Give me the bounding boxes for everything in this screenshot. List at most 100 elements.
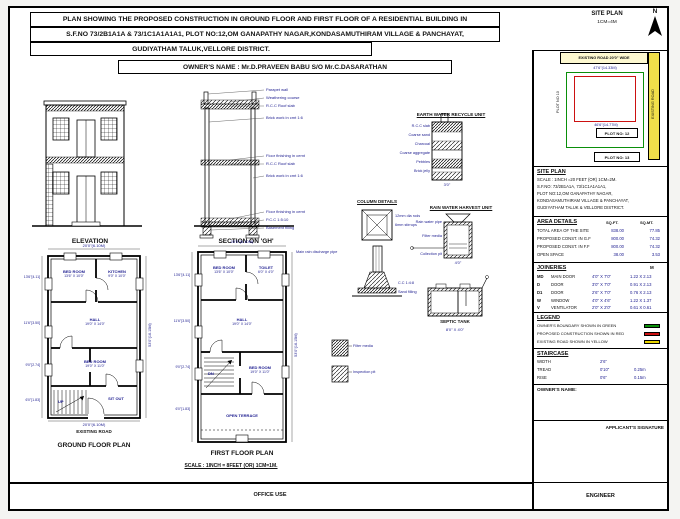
joinery-metric: 1.22 X 1.37 [630,298,652,303]
staircase-row-label: TREAD [537,367,552,372]
septic-tank-drawing [427,275,489,317]
section-annotation: Weathering course [266,95,300,100]
sidebar-divider [532,166,669,167]
section-annotation: Floor finishing in cemt [266,153,305,158]
joinery-code: D1 [537,290,543,295]
legend-chip-green [644,324,660,328]
ff-left-dim: 13'6"[4.11] [173,273,190,277]
joinery-label: MAIN DOOR [551,274,576,279]
legend-title: LEGEND [537,315,560,321]
room-label: BED ROOM [249,365,271,370]
ff-top-dim: 20'0"(6.10M) [230,239,254,244]
owner-name-line: OWNER'S NAME : Mr.D.PRAVEEN BABU S/O Mr.… [183,63,387,71]
site-right-road-label: EXISTING ROAD [651,89,655,119]
staircase-row-metric: 0.25m [634,367,646,372]
area-row-sqft: 38.00 [613,252,624,257]
joinery-label: DOOR [551,282,564,287]
title-line-3: GUDIYATHAM TALUK,VELLORE DISTRICT. [132,45,270,53]
site-plot-12-label: PLOT NO: 12 [604,130,630,136]
filter-label: Inspection pit [353,370,376,374]
earth-unit-label: Pebbles [416,160,430,164]
area-row-label: PROPOSED CONST. IN G.F [537,236,591,241]
applicant-signature-label: APPLICANT'S SIGNATURE [605,425,664,430]
legend-item: PROPOSED CONSTRUCTION SHOWN IN RED [537,331,625,336]
scale-note: SCALE : 1INCH = 8FEET (OR) 1CM=1M. [184,463,278,469]
site-top-road-label: EXISTING ROAD 20'0" WIDE [578,56,630,60]
office-use-label: OFFICE USE [253,492,287,498]
sidebar-divider [532,384,669,385]
area-row-sqft: 800.00 [611,236,624,241]
room-size: 19'0" X 11'0" [250,370,270,374]
earth-unit-label: Coarse aggregate [399,151,430,155]
section-annotation: Brick work in cmt 1:6 [266,173,303,178]
joinery-label: WINDOW [551,298,570,303]
sidebar-site-line: PLOT NO:12,OM GANAPATHY NAGAR, [537,191,613,196]
rain-water-unit-drawing [410,213,473,259]
column-label: Sand filling [398,290,417,294]
sidebar-site-line: S.F.NO: 73/2B1A1A, 73/1C1A1A1A1, [537,184,607,189]
north-label: N [652,8,658,15]
joinery-imperial: 4'0" X 7'0" [592,274,612,279]
site-plot-12: PLOT NO: 12 [596,128,638,138]
gf-side-dim: 53'0"(16.15M) [148,323,152,347]
ff-side-dim: 53'0"(16.15M) [294,333,298,357]
elevation-title: ELEVATION [71,238,109,245]
site-plot-13: PLOT NO: 13 [594,152,640,162]
gf-bottom-dim: 20'0"(6.10M) [82,422,106,427]
area-row-sqmt: 74.32 [649,236,660,241]
joinery-code: W [537,298,541,303]
room-size: 19'0" X 14'0" [232,322,252,326]
joinery-metric: 0.76 X 2.13 [630,290,652,295]
engineer-label: ENGINEER [586,493,615,499]
north-arrow-icon [648,16,662,36]
septic-tank-dim: 8'0" X 4'0" [445,327,465,332]
sidebar-site-plan-title: SITE PLAN [537,169,566,175]
room-label: BED ROOM [84,359,106,364]
gf-left-dim: 11'6"[3.50] [23,321,40,325]
area-row-label: PROPOSED CONST. IN F.F [537,244,590,249]
owners-name-label: OWNER'S NAME: [537,388,577,393]
earth-unit-title: EARTH WATER RECYCLE UNIT [416,112,486,117]
room-size: 13'6" X 10'0" [64,274,84,278]
legend-item: EXISTING ROAD SHOWN IN YELLOW [537,339,608,344]
earth-unit-label: Charcoal [414,142,430,146]
room-size: 19'0" X 14'0" [85,322,105,326]
section-annotation: Parapet wall [266,87,289,92]
earth-unit-dim: 3'0" [443,182,451,187]
joinery-imperial: 2'6" X 7'0" [592,290,612,295]
room-label: TOILET [258,265,274,270]
area-col-sqft: SQ.FT. [606,220,619,225]
section-annotation: R.C.C Roof slab [266,161,295,166]
rain-unit-dim: 4'0" [454,260,462,265]
area-row-sqmt: 3.53 [651,252,660,257]
ground-floor-plan-drawing [41,248,147,422]
joinery-code: D [537,282,541,287]
first-floor-plan-drawing [191,245,293,443]
section-drawing [194,89,294,239]
sidebar-site-line: GUDIYATHAM TALUK & VELLORE DISTRICT. [537,205,625,210]
sidebar-divider [532,216,669,217]
joinery-metric: 1.22 X 2.13 [630,274,652,279]
sidebar-divider [532,262,669,263]
staircase-row-metric: 0.15m [634,375,646,380]
joinery-label: VENTILATOR [551,305,577,310]
gf-top-dim: 20'0"(6.10M) [82,243,106,248]
area-row-label: OPEN SPACE [537,252,564,257]
column-label: 12mm dia rods [395,214,421,218]
joinery-label: DOOR [551,290,564,295]
sidebar-divider [532,482,669,483]
site-dim-mid: 46'6"(14.77M) [594,123,618,127]
section-annotation: Basement filling [266,225,295,230]
room-size: 9'0" X 10'0" [108,274,126,278]
sidebar-site-line: SCALE : 1INCH =20 FEET (OR) 1CM=2M. [537,177,617,182]
section-annotation: Brick work in cmt 1:6 [266,115,303,120]
legend-chip-yellow [644,340,660,344]
pipe-note: Main rain discharge pipe [296,250,338,254]
filter-label: Filter media [353,344,373,348]
title-line-1: PLAN SHOWING THE PROPOSED CONSTRUCTION I… [62,16,468,23]
staircase-row-imperial: 0'6" [600,375,607,380]
sidebar-divider [532,348,669,349]
room-size: 13'6" X 10'0" [214,270,234,274]
staircase-row-imperial: 0'10" [600,367,610,372]
sidebar-divider-vertical [532,50,534,511]
